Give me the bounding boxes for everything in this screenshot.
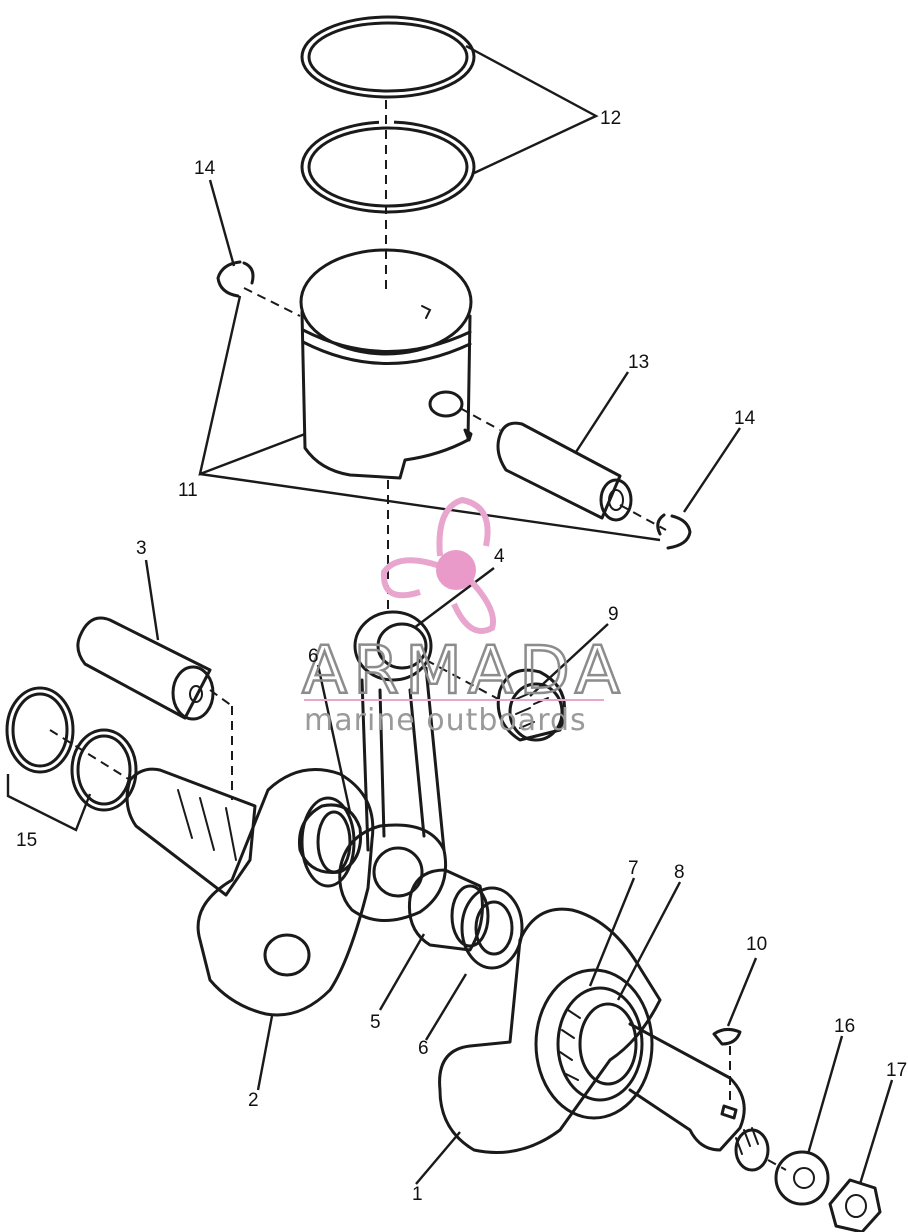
- callout-17: 17: [886, 1060, 907, 1081]
- callout-12: 12: [600, 108, 621, 129]
- piston-pin: [496, 421, 633, 522]
- callout-14-upper: 14: [194, 158, 216, 179]
- callout-5: 5: [370, 1012, 381, 1033]
- callout-3: 3: [136, 538, 147, 559]
- callout-16: 16: [834, 1016, 855, 1037]
- propeller-hub: [436, 550, 476, 590]
- callout-2: 2: [248, 1090, 259, 1111]
- callout-9: 9: [608, 604, 619, 625]
- piston-rings: [300, 15, 476, 214]
- circlips: [216, 260, 692, 550]
- propeller-blade-top: [436, 496, 491, 557]
- propeller-blade-right: [451, 577, 496, 634]
- right-crank-half: [438, 907, 770, 1172]
- watermark-tagline: marine outboards: [304, 703, 587, 738]
- key-washer-nut: [712, 1027, 882, 1232]
- watermark-logo: ARMADA marine outboards: [301, 496, 626, 738]
- needle-bearing: [496, 668, 566, 742]
- piston: [299, 248, 473, 480]
- callout-15: 15: [16, 830, 37, 851]
- leader-lines: [6, 44, 894, 1185]
- propeller-blade-left: [380, 557, 441, 599]
- callout-10: 10: [746, 934, 767, 955]
- crankpin-washers-bearing: [300, 796, 524, 970]
- callout-4: 4: [494, 546, 505, 567]
- callout-6-lower: 6: [418, 1038, 429, 1059]
- callout-7: 7: [628, 858, 639, 879]
- assembly-axes: [49, 100, 787, 1171]
- connecting-rod: [338, 610, 448, 922]
- watermark-brand: ARMADA: [302, 632, 626, 709]
- callout-14-lower: 14: [734, 408, 756, 429]
- callout-13: 13: [628, 352, 649, 373]
- crank-pin: [76, 616, 215, 721]
- callout-1: 1: [412, 1184, 423, 1205]
- callout-11: 11: [178, 480, 198, 501]
- callout-numbers: 1 2 3 4 5 6 6 7 8 9 10 11 12 13 14 14 15…: [16, 108, 907, 1205]
- callout-6-upper: 6: [308, 646, 319, 667]
- callout-8: 8: [674, 862, 685, 883]
- seal-rings: [5, 686, 138, 812]
- left-crank-half: [125, 767, 375, 1017]
